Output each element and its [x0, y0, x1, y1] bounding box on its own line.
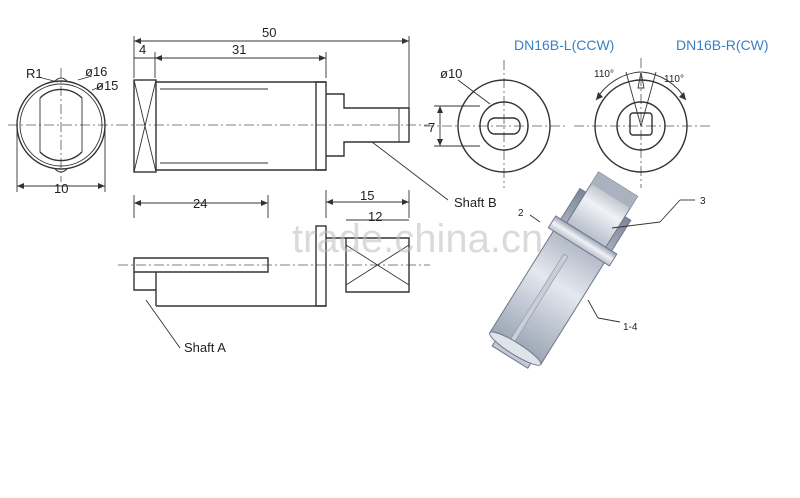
end-view-shaft [424, 60, 568, 188]
overall-length-label: 50 [262, 25, 276, 40]
part-3-callout: 3 [700, 196, 706, 207]
diameter-10-label: ø10 [440, 66, 462, 81]
variant-left-label: DN16B-L(CCW) [514, 37, 614, 53]
shaft-3d-render [489, 171, 695, 369]
angle-right-label: 110° [664, 74, 684, 85]
head-length-label: 4 [139, 42, 146, 57]
variant-right-label: DN16B-R(CW) [676, 37, 769, 53]
side-view-top [118, 36, 430, 173]
shaft-a-length-label: 24 [193, 196, 207, 211]
body-length-label: 31 [232, 42, 246, 57]
diameter-15-label: ø15 [96, 78, 118, 93]
shaft-b-length-label: 15 [360, 188, 374, 203]
diameter-16-label: ø16 [85, 64, 107, 79]
shaft-b-flat-label: 12 [368, 209, 382, 224]
side-view-bottom [118, 190, 430, 307]
end-view-left [8, 68, 118, 192]
part-2-callout: 2 [518, 208, 524, 219]
width-7-label: 7 [428, 120, 435, 135]
angle-left-label: 110° [594, 69, 614, 80]
width-10-label: 10 [54, 181, 68, 196]
watermark: trade.china.cn [292, 217, 543, 261]
part-1-4-callout: 1-4 [623, 322, 638, 333]
shaft-b-callout: Shaft B [454, 195, 497, 210]
shaft-a-callout: Shaft A [184, 340, 226, 355]
radius-label: R1 [26, 66, 43, 81]
end-view-rotation [574, 58, 712, 188]
